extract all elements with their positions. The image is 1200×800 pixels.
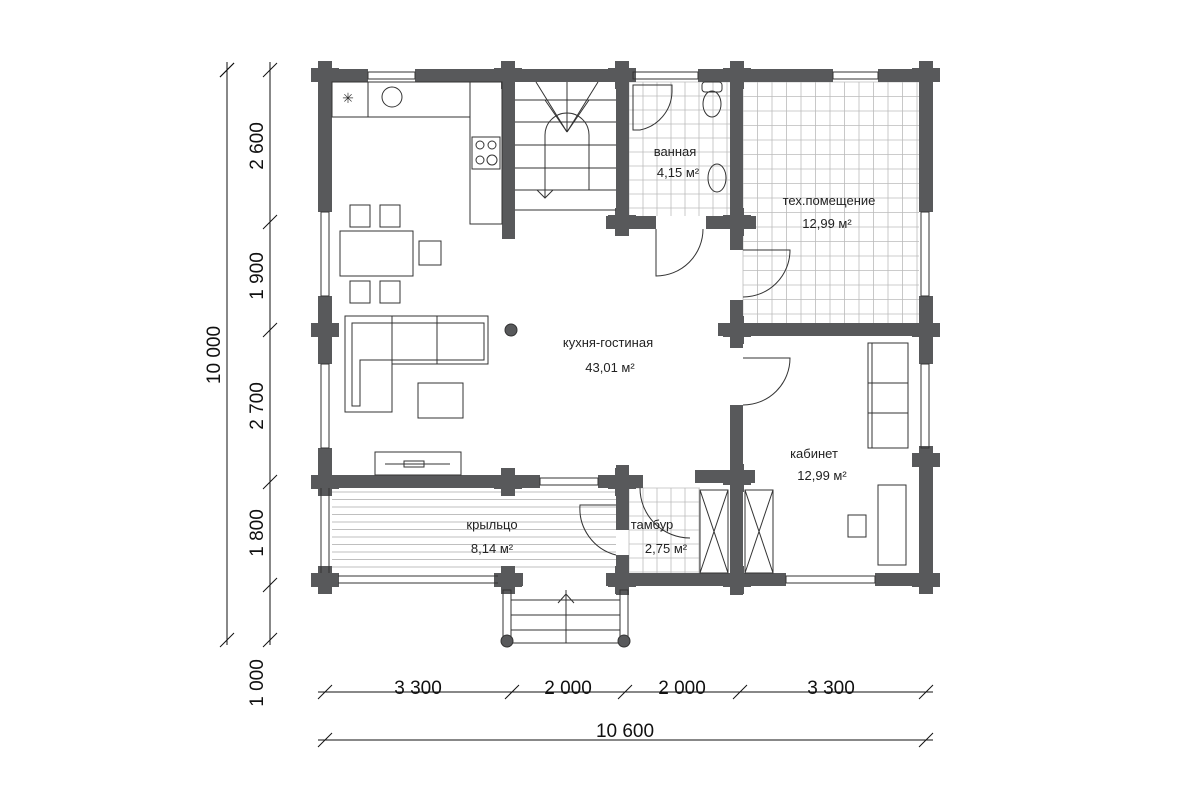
room-labels: кухня-гостиная 43,01 м² ванная 4,15 м² т… [466, 144, 875, 556]
porch-decking [332, 491, 616, 568]
dim-vertical-2: 1 900 [247, 252, 268, 300]
log-joint [912, 573, 940, 587]
log-joint [494, 573, 522, 587]
room-area-kitchen-living: 43,01 м² [585, 360, 635, 375]
coffee-table [417, 382, 464, 419]
log-joint [311, 475, 339, 489]
log-joint [608, 573, 636, 587]
study-sofa [867, 342, 909, 449]
log-joint [723, 573, 751, 587]
log-joint [494, 68, 522, 82]
desk [877, 484, 907, 566]
fan-icon: ✳ [342, 92, 354, 107]
log-joint [912, 323, 940, 337]
door-entrance [579, 504, 617, 556]
log-joint [311, 573, 339, 587]
log-joint [311, 323, 339, 337]
log-joint [723, 68, 751, 82]
dimension-lines [226, 62, 933, 741]
cooktop [471, 136, 501, 170]
room-name-bathroom: ванная [654, 144, 697, 159]
log-joint [723, 215, 751, 229]
door-study [742, 357, 791, 406]
stove [504, 323, 518, 337]
staircase [515, 81, 616, 211]
room-area-study: 12,99 м² [797, 468, 847, 483]
room-name-study: кабинет [790, 446, 838, 461]
wardrobe [699, 489, 729, 574]
room-name-vestibule: тамбур [631, 517, 674, 532]
sink [381, 86, 403, 108]
toilet [702, 90, 722, 118]
kitchen-counter-side [469, 81, 503, 225]
dim-horizontal-1: 3 300 [394, 678, 442, 699]
shower [632, 84, 673, 131]
dining-table [339, 230, 414, 277]
dim-vertical-1: 2 600 [247, 122, 268, 170]
dim-vertical-4: 1 800 [247, 509, 268, 557]
log-joint [912, 68, 940, 82]
dim-horizontal-total: 10 600 [596, 721, 654, 742]
log-joint [723, 323, 751, 337]
room-name-porch: крыльцо [466, 517, 517, 532]
log-joint [311, 68, 339, 82]
dim-horizontal-3: 2 000 [658, 678, 706, 699]
corner-sofa [344, 315, 489, 413]
room-area-porch: 8,14 м² [471, 541, 514, 556]
dim-horizontal-2: 2 000 [544, 678, 592, 699]
tv-stand [374, 451, 462, 476]
entrance-steps [500, 589, 631, 648]
log-corner-joints [311, 61, 940, 594]
dimension-ticks [219, 62, 934, 748]
log-joint [723, 471, 751, 485]
room-area-vestibule: 2,75 м² [645, 541, 688, 556]
door-bathroom [655, 228, 704, 277]
dim-vertical-3: 2 700 [247, 382, 268, 430]
log-joint [912, 453, 940, 467]
room-area-bathroom: 4,15 м² [657, 165, 700, 180]
walls [318, 69, 933, 595]
log-joint [494, 475, 522, 489]
log-joint [608, 68, 636, 82]
log-joint [608, 215, 636, 229]
room-name-kitchen-living: кухня-гостиная [563, 335, 653, 350]
desk-chair [847, 514, 867, 538]
furniture: ✳ [331, 81, 909, 648]
washbasin [707, 163, 727, 193]
dim-horizontal-4: 3 300 [807, 678, 855, 699]
log-joint [608, 475, 636, 489]
wardrobe [744, 489, 774, 574]
room-name-tech-room: тех.помещение [783, 193, 876, 208]
windows [320, 71, 930, 584]
door-vestibule [639, 487, 691, 539]
dim-vertical-total: 10 000 [204, 326, 225, 384]
room-area-tech-room: 12,99 м² [802, 216, 852, 231]
door-tech [742, 249, 791, 298]
dim-vertical-5: 1 000 [247, 659, 268, 707]
